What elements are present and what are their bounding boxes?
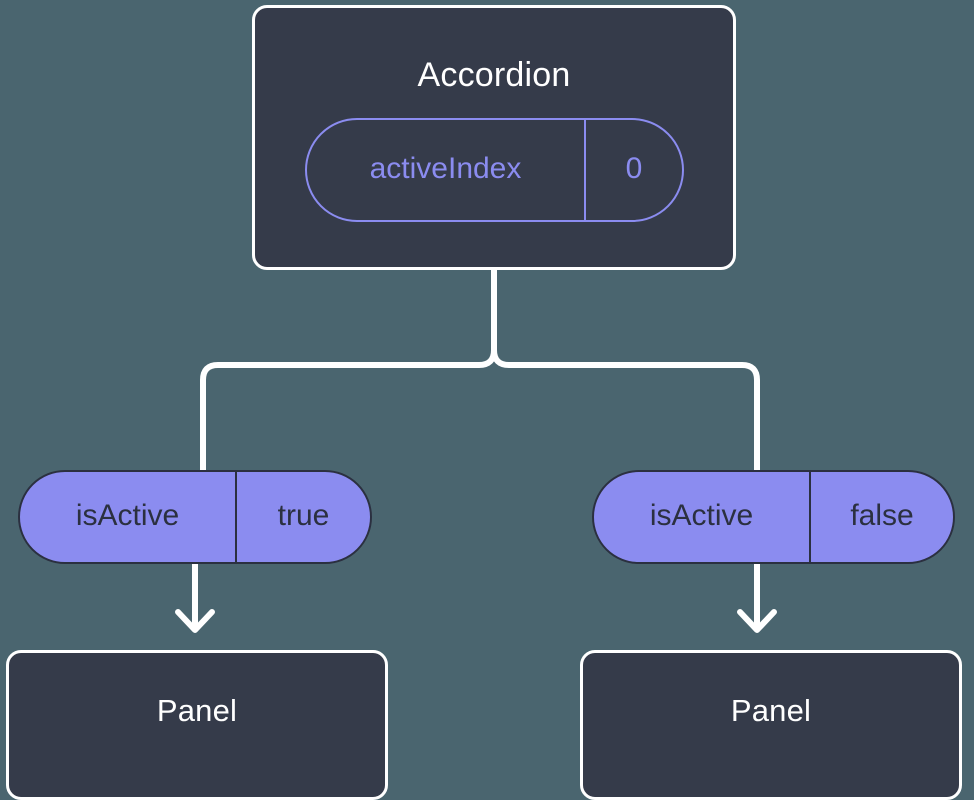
panel-right-node[interactable]: Panel	[580, 650, 962, 800]
arrow-head-left-icon	[175, 609, 215, 633]
panel-left-prop-pill[interactable]: isActive true	[18, 470, 372, 564]
panel-right-prop-value: false	[809, 472, 953, 562]
arrow-head-right-icon	[737, 609, 777, 633]
panel-left-prop-key: isActive	[75, 499, 180, 532]
accordion-state-pill[interactable]: activeIndex 0	[305, 118, 684, 222]
panel-right-prop-pill[interactable]: isActive false	[592, 470, 955, 564]
fork-connector	[200, 267, 497, 473]
panel-right-prop-key: isActive	[649, 499, 754, 532]
accordion-state-value: 0	[584, 120, 682, 220]
fork-connector-right	[491, 267, 760, 473]
panel-right-title: Panel	[730, 693, 812, 728]
accordion-node-title: Accordion	[417, 56, 571, 94]
panel-left-prop-value: true	[235, 472, 370, 562]
accordion-state-key: activeIndex	[369, 152, 522, 185]
panel-left-node[interactable]: Panel	[6, 650, 388, 800]
diagram-canvas: Accordion activeIndex 0 isActive true is…	[6, 5, 962, 800]
panel-left-title: Panel	[156, 693, 238, 728]
